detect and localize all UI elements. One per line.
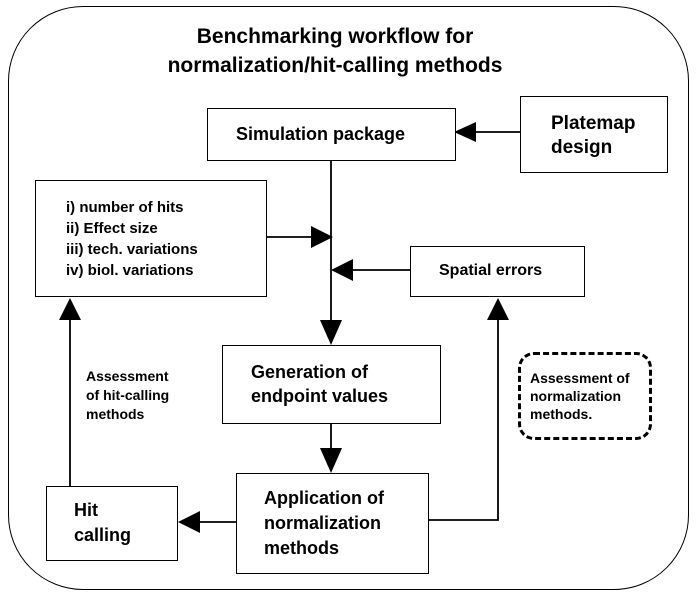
- diagram-frame: [8, 6, 689, 590]
- diagram-title: Benchmarking workflow for normalization/…: [110, 22, 560, 80]
- norm-assessment-line-2: normalization: [530, 388, 622, 404]
- platemap-label-line-1: Platemap: [551, 113, 636, 134]
- hit-calling-label-line-2: calling: [74, 525, 132, 545]
- hit-calling-label-line-1: Hit: [74, 500, 98, 520]
- generation-label-line-1: Generation of: [251, 362, 369, 382]
- hit-assessment-line-2: of hit-calling: [86, 387, 170, 403]
- param-tech-variations: iii) tech. variations: [66, 241, 198, 258]
- arrowhead-hit: [178, 511, 200, 533]
- application-label-line-1: Application of: [264, 488, 384, 508]
- spatial-errors-box: Spatial errors: [410, 246, 585, 297]
- arrowhead-spatial-up: [487, 298, 509, 320]
- application-label-line-2: normalization: [264, 513, 382, 533]
- param-effect-size: ii) Effect size: [66, 220, 158, 237]
- param-number-of-hits: i) number of hits: [66, 199, 184, 216]
- arrowhead-generation: [320, 320, 342, 345]
- hit-calling-box: Hit calling: [46, 486, 178, 561]
- arrowhead-application: [320, 448, 342, 473]
- simulation-parameters-box: i) number of hits ii) Effect size iii) t…: [35, 180, 267, 297]
- platemap-label-line-2: design: [551, 137, 613, 158]
- norm-assessment-line-1: Assessment of: [530, 370, 630, 386]
- arrow-application-to-spatial: [429, 318, 499, 521]
- arrowhead-parameters: [311, 226, 333, 248]
- norm-assessment-line-3: methods.: [530, 406, 593, 422]
- platemap-design-box: Platemap design: [520, 96, 668, 173]
- title-line-1: Benchmarking workflow for: [196, 25, 474, 48]
- arrowhead-platemap: [454, 122, 476, 142]
- hit-assessment-line-1: Assessment: [86, 368, 169, 384]
- simulation-package-box: Simulation package: [207, 108, 456, 161]
- application-label-line-3: methods: [264, 538, 340, 558]
- arrowhead-spatial: [331, 259, 353, 281]
- spatial-errors-label: Spatial errors: [439, 262, 543, 279]
- param-biol-variations: iv) biol. variations: [66, 262, 194, 279]
- hit-assessment-line-3: methods: [86, 406, 145, 422]
- title-line-2: normalization/hit-calling methods: [167, 54, 503, 77]
- generation-endpoint-box: Generation of endpoint values: [222, 345, 441, 424]
- normalization-assessment-box: Assessment of normalization methods.: [518, 352, 652, 440]
- normalization-application-box: Application of normalization methods: [236, 473, 429, 574]
- simulation-package-label: Simulation package: [236, 124, 406, 144]
- generation-label-line-2: endpoint values: [251, 386, 389, 406]
- arrowhead-parameters-up: [59, 298, 81, 320]
